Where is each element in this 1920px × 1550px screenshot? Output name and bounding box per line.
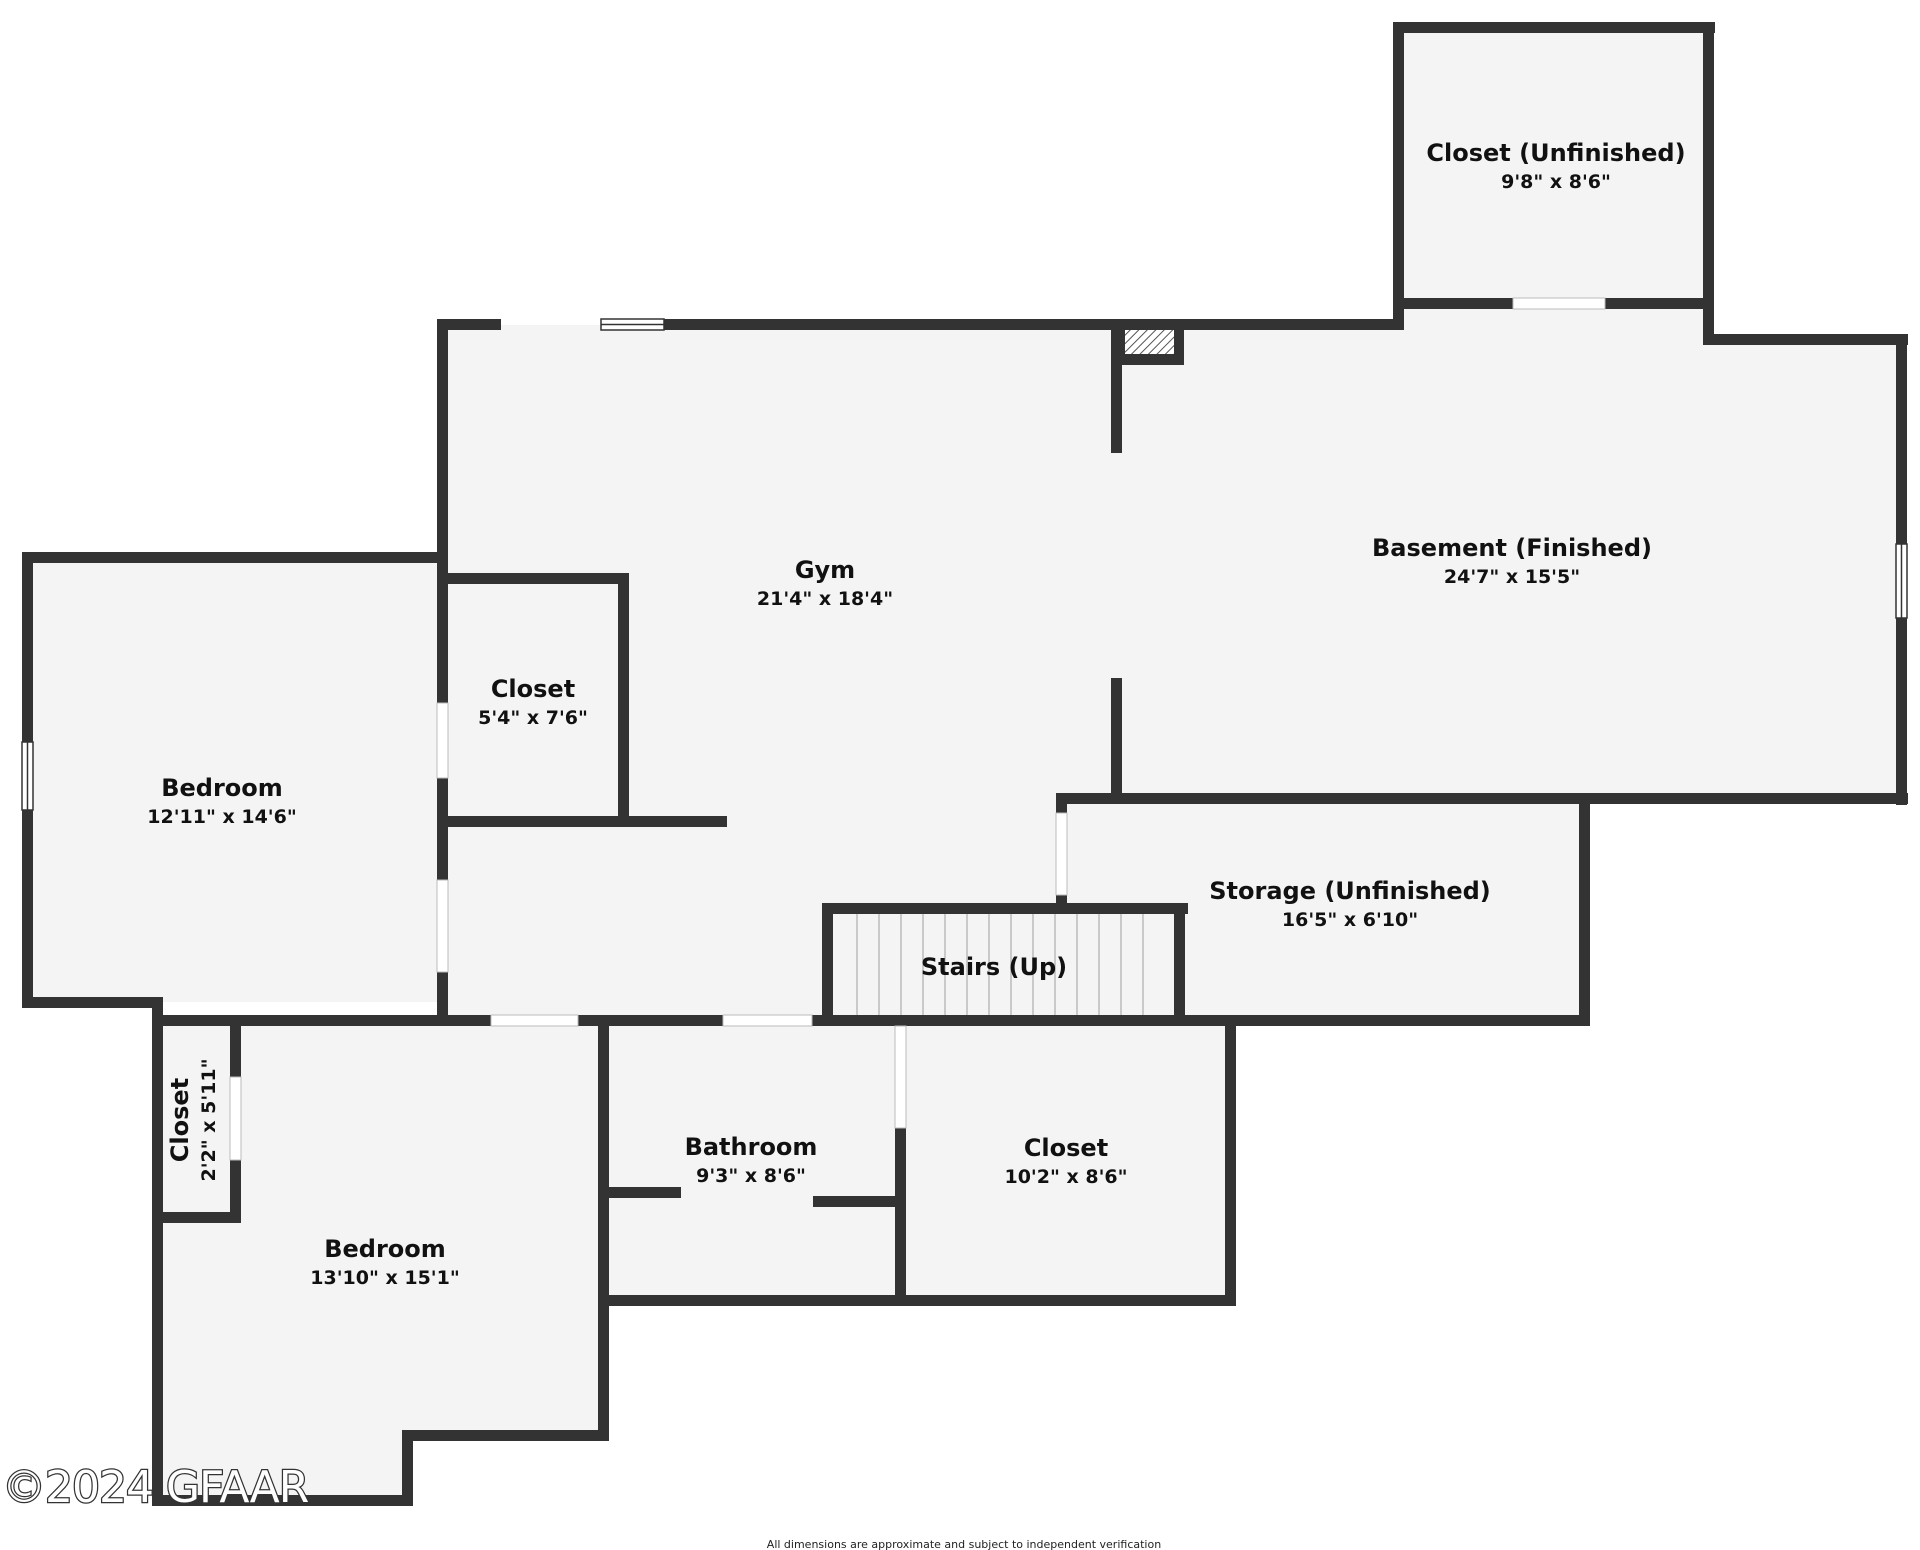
bottom-closet-floor xyxy=(900,1020,1230,1300)
wall xyxy=(598,1015,609,1440)
wall xyxy=(402,1430,609,1441)
small-closet-dims: 5'4" x 7'6" xyxy=(478,707,588,729)
wall xyxy=(437,573,629,584)
bottom-bedroom-dims: 13'10" x 15'1" xyxy=(310,1267,459,1289)
bottom-closet-dims: 10'2" x 8'6" xyxy=(1004,1166,1127,1188)
wall xyxy=(598,1295,906,1306)
wall xyxy=(1896,618,1907,805)
bottom-closet-name: Closet xyxy=(1024,1134,1108,1162)
bottom-closet-door xyxy=(894,1025,907,1129)
wall xyxy=(437,319,501,330)
wall xyxy=(1174,903,1185,1026)
wall xyxy=(152,997,163,1032)
wall xyxy=(813,1196,906,1207)
wall xyxy=(822,903,1188,914)
wall xyxy=(1111,678,1122,804)
wall xyxy=(230,1015,241,1077)
wall xyxy=(1111,319,1122,453)
room-labels: Closet (Unfinished) 9'8" x 8'6" Gym 21'4… xyxy=(147,139,1685,1289)
wall xyxy=(1056,793,1067,813)
wall xyxy=(1056,793,1908,804)
wall xyxy=(1178,1015,1590,1026)
left-bedroom-name: Bedroom xyxy=(161,774,283,802)
basement-dims: 24'7" x 15'5" xyxy=(1444,566,1580,588)
bedroom-window xyxy=(21,741,34,811)
closet-unfinished-name: Closet (Unfinished) xyxy=(1426,139,1685,167)
bathroom-dims: 9'3" x 8'6" xyxy=(696,1165,806,1187)
left-bedroom-door xyxy=(436,879,449,973)
wall xyxy=(664,319,1404,330)
wall xyxy=(895,1128,906,1306)
wall xyxy=(1393,298,1513,309)
disclaimer-text: All dimensions are approximate and subje… xyxy=(767,1538,1161,1550)
wall xyxy=(152,1015,163,1506)
stairs-name: Stairs (Up) xyxy=(921,953,1067,981)
bathroom-door xyxy=(722,1014,813,1027)
gym-name: Gym xyxy=(795,556,855,584)
walls xyxy=(22,22,1908,1506)
closet-unfinished-dims: 9'8" x 8'6" xyxy=(1501,171,1611,193)
wall xyxy=(22,997,163,1008)
wall xyxy=(437,778,448,880)
gym-basement-floor xyxy=(442,303,1900,1020)
small-closet-name: Closet xyxy=(491,675,575,703)
narrow-closet-name: Closet xyxy=(166,1078,194,1162)
basement-window xyxy=(1895,543,1908,619)
basement-name: Basement (Finished) xyxy=(1372,534,1652,562)
wall xyxy=(402,1430,413,1506)
wall xyxy=(598,1187,681,1198)
door-openings xyxy=(229,297,1606,1161)
wall xyxy=(437,319,448,703)
bathroom-name: Bathroom xyxy=(685,1133,818,1161)
bathroom-floor xyxy=(603,1020,900,1300)
small-closet-door xyxy=(436,702,449,779)
narrow-closet-door xyxy=(229,1076,242,1161)
wall xyxy=(22,810,33,1008)
copyright-watermark: ©2024 GFAAR xyxy=(2,1462,309,1513)
windows xyxy=(21,318,1908,811)
wall xyxy=(152,1015,491,1026)
wall xyxy=(822,903,833,1021)
wall xyxy=(1393,22,1404,330)
wall xyxy=(22,552,448,563)
wall xyxy=(1579,793,1590,1026)
storage-dims: 16'5" x 6'10" xyxy=(1282,909,1418,931)
closet-unfinished-door xyxy=(1512,297,1606,310)
stair-treads xyxy=(856,914,1144,1015)
wall xyxy=(578,1015,723,1026)
wall xyxy=(1605,298,1714,309)
wall xyxy=(230,1160,241,1223)
wall xyxy=(1225,1015,1236,1306)
storage-name: Storage (Unfinished) xyxy=(1209,877,1491,905)
bottom-bedroom-name: Bedroom xyxy=(324,1235,446,1263)
wall xyxy=(1896,334,1907,544)
left-bedroom-floor xyxy=(28,558,442,1002)
wall xyxy=(618,573,629,827)
bottom-bedroom-floor xyxy=(157,1020,603,1500)
wall xyxy=(152,1495,413,1506)
gym-dims: 21'4" x 18'4" xyxy=(757,588,893,610)
narrow-closet-dims: 2'2" x 5'11" xyxy=(198,1058,220,1181)
bottom-bedroom-door xyxy=(490,1014,579,1027)
floor-area xyxy=(28,28,1900,1500)
chimney xyxy=(1125,330,1174,354)
wall xyxy=(1703,22,1714,344)
wall xyxy=(1393,22,1715,33)
left-bedroom-dims: 12'11" x 14'6" xyxy=(147,806,296,828)
wall xyxy=(437,972,448,1026)
wall xyxy=(22,552,33,742)
wall xyxy=(437,816,727,827)
wall xyxy=(812,1015,1236,1026)
closet-unfinished-floor xyxy=(1398,28,1708,303)
gym-window xyxy=(600,318,665,331)
wall xyxy=(152,1212,241,1223)
wall xyxy=(895,1295,1236,1306)
wall xyxy=(1703,334,1908,345)
storage-door xyxy=(1055,812,1068,896)
